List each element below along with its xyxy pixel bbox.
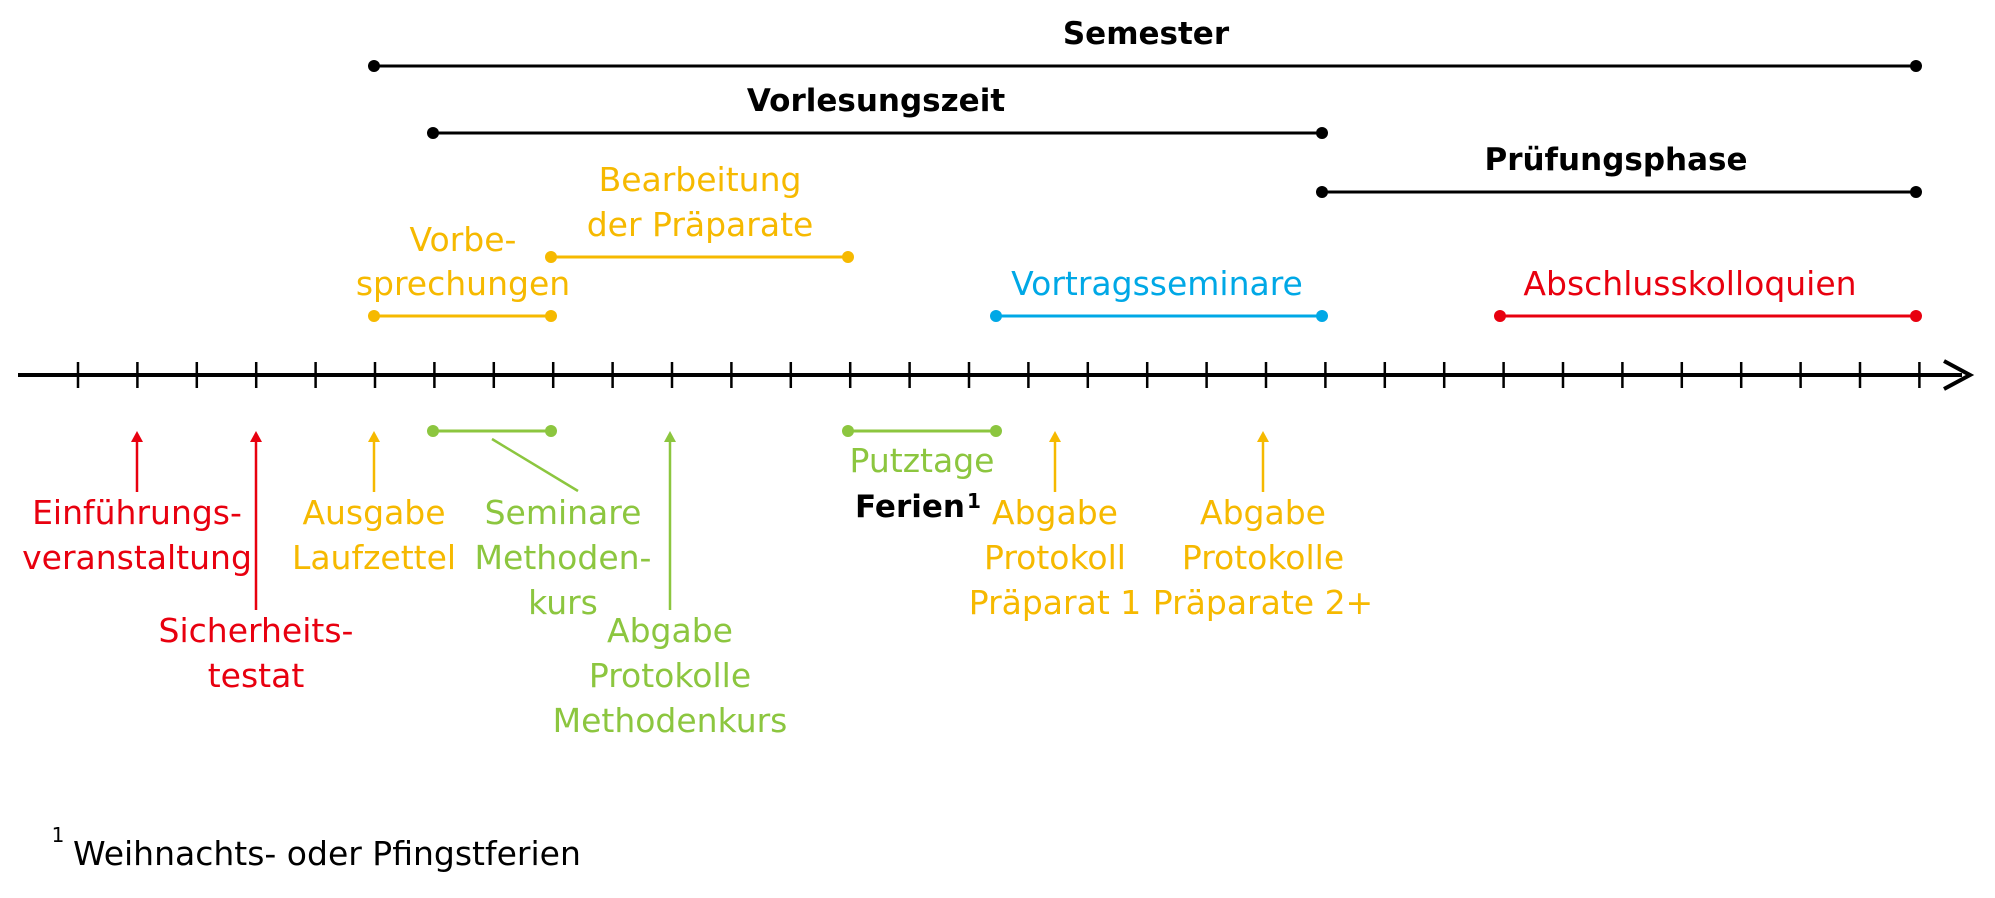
phase-semester: Semester <box>368 16 1922 72</box>
bearbeitung-label-1: Bearbeitung <box>599 160 802 199</box>
vorlesungszeit-start-dot <box>427 127 439 139</box>
abschlusskolloquien-start-dot <box>1494 310 1506 322</box>
einfuehrung-label-1: Einführungs- <box>32 493 242 532</box>
time-axis <box>18 359 1975 391</box>
sicherheit-arrow-head <box>250 431 262 442</box>
sicherheit-label-1: Sicherheits- <box>159 611 354 650</box>
vorbesprechungen-start-dot <box>368 310 380 322</box>
vorbesprechungen-label-1: Vorbe- <box>410 220 517 259</box>
putztage-end-dot <box>990 425 1002 437</box>
praeparat1-label-1: Abgabe <box>992 493 1118 532</box>
bearbeitung-end-dot <box>842 251 854 263</box>
phase-pruefungsphase: Prüfungsphase <box>1316 142 1922 198</box>
bar-abschlusskolloquien: Abschlusskolloquien <box>1494 264 1922 322</box>
vortragsseminare-end-dot <box>1316 310 1328 322</box>
praeparate2-label-2: Protokolle <box>1182 538 1344 577</box>
putztage-start-dot <box>842 425 854 437</box>
abschlusskolloquien-end-dot <box>1910 310 1922 322</box>
praeparat1-label-2: Protokoll <box>984 538 1126 577</box>
putztage-label: Putztage <box>850 441 995 480</box>
vortragsseminare-start-dot <box>990 310 1002 322</box>
abgabe-methodenkurs-label-2: Protokolle <box>589 656 751 695</box>
semester-label: Semester <box>1063 16 1230 52</box>
seminare-label-3: kurs <box>528 583 598 622</box>
event-abgabe-praeparate2: Abgabe Protokolle Präparate 2+ <box>1153 431 1373 622</box>
seminare-label-2: Methoden- <box>475 538 652 577</box>
event-einfuehrung: Einführungs- veranstaltung <box>22 431 252 577</box>
seminare-start-dot <box>427 425 439 437</box>
ferien-label: Ferien <box>855 489 965 525</box>
praeparat1-arrow-head <box>1049 431 1061 442</box>
vorlesungszeit-end-dot <box>1316 127 1328 139</box>
abgabe-methodenkurs-arrow-head <box>664 431 676 442</box>
praeparate2-label-3: Präparate 2+ <box>1153 583 1373 622</box>
event-abgabe-methodenkurs: Abgabe Protokolle Methodenkurs <box>553 431 788 740</box>
laufzettel-arrow-head <box>368 431 380 442</box>
semester-start-dot <box>368 60 380 72</box>
footnote-marker: 1 <box>52 823 65 847</box>
einfuehrung-arrow-head <box>131 431 143 442</box>
praeparate2-label-1: Abgabe <box>1200 493 1326 532</box>
phase-vorlesungszeit: Vorlesungszeit <box>427 83 1328 139</box>
event-sicherheit: Sicherheits- testat <box>159 431 354 695</box>
axis-ticks <box>76 362 1921 388</box>
vorlesungszeit-label: Vorlesungszeit <box>747 83 1005 119</box>
bearbeitung-start-dot <box>545 251 557 263</box>
abgabe-methodenkurs-label-3: Methodenkurs <box>553 701 788 740</box>
footnote-text: Weihnachts- oder Pfingstferien <box>73 834 581 873</box>
seminare-end-dot <box>545 425 557 437</box>
abschlusskolloquien-label: Abschlusskolloquien <box>1523 264 1856 303</box>
event-abgabe-praeparat1: Abgabe Protokoll Präparat 1 <box>969 431 1142 622</box>
bar-bearbeitung: Bearbeitung der Präparate <box>545 160 854 263</box>
sicherheit-label-2: testat <box>208 656 305 695</box>
event-putztage: Putztage Ferien 1 <box>842 425 1002 525</box>
pruefungsphase-label: Prüfungsphase <box>1484 142 1747 178</box>
vorbesprechungen-end-dot <box>545 310 557 322</box>
axis-arrow-head <box>1943 359 1975 391</box>
laufzettel-label-2: Laufzettel <box>292 538 456 577</box>
bar-vortragsseminare: Vortragsseminare <box>990 264 1328 322</box>
seminare-connector <box>491 437 579 493</box>
praeparat1-label-3: Präparat 1 <box>969 583 1142 622</box>
seminare-label-1: Seminare <box>485 493 642 532</box>
laufzettel-label-1: Ausgabe <box>302 493 445 532</box>
event-ausgabe-laufzettel: Ausgabe Laufzettel <box>292 431 456 577</box>
praeparate2-arrow-head <box>1257 431 1269 442</box>
pruefungsphase-start-dot <box>1316 186 1328 198</box>
einfuehrung-label-2: veranstaltung <box>22 538 252 577</box>
abgabe-methodenkurs-label-1: Abgabe <box>607 611 733 650</box>
ferien-footnote-marker: 1 <box>967 489 981 513</box>
bearbeitung-label-2: der Präparate <box>587 205 814 244</box>
vortragsseminare-label: Vortragsseminare <box>1011 264 1303 303</box>
semester-end-dot <box>1910 60 1922 72</box>
event-seminare-methodenkurs: Seminare Methoden- kurs <box>427 425 651 622</box>
footnote: 1 Weihnachts- oder Pfingstferien <box>52 823 581 873</box>
bar-vorbesprechungen: Vorbe- sprechungen <box>356 220 570 322</box>
vorbesprechungen-label-2: sprechungen <box>356 264 570 303</box>
pruefungsphase-end-dot <box>1910 186 1922 198</box>
